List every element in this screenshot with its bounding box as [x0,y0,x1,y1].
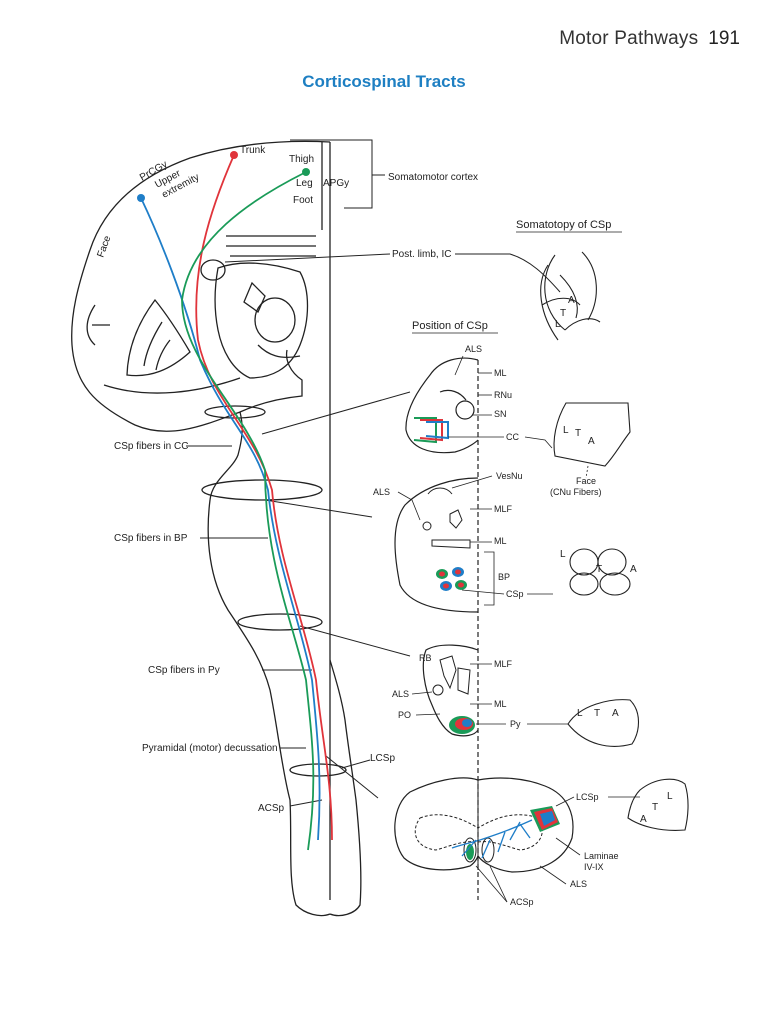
lcsp-inset: L T A [608,778,689,831]
section-title: Motor Pathways [559,28,699,49]
medulla-po: PO [398,710,411,720]
bp-inset: L T A [527,548,637,596]
somatotopy-inset: Somatotopy of CSp A T L [516,219,622,341]
py-l: L [577,708,583,719]
cc-t: T [575,428,581,439]
medulla-ml: ML [494,699,507,709]
somatotopy-t: T [560,308,566,319]
leader-lines [186,139,561,807]
post-limb-ic-label: Post. limb, IC [392,249,451,260]
medulla-section: RB MLF ALS ML PO Py [392,644,521,737]
cortex-labels: PrCGy Upper extremity Trunk Face Thigh L… [95,145,478,814]
lcsp-inset-l: L [667,791,673,802]
somatotopy-a: A [568,295,575,306]
tract-paths [140,154,333,851]
pons-ml: ML [494,536,507,546]
somatotopy-heading: Somatotopy of CSp [516,219,611,231]
bp-t: T [596,564,602,575]
bp-l: L [560,549,566,560]
apgy-label: APGy [323,178,349,189]
face-label: Face [95,234,113,259]
page-number: 191 [708,28,740,49]
cnu-fibers-label: (CNu Fibers) [550,487,602,497]
leg-label: Leg [296,178,313,189]
figure-title: Corticospinal Tracts [302,72,466,91]
acsp-left-label: ACSp [258,803,285,814]
cc-a: A [588,436,595,447]
midbrain-cc: CC [506,432,519,442]
midbrain-section: ALS ML RNu SN CC [405,344,519,454]
cc-face-label: Face [576,476,596,486]
pons-vesnu: VesNu [496,471,523,481]
lcsp-inset-a: A [640,814,647,825]
running-head: Motor Pathways 191 [440,28,740,54]
csp-cc-label: CSp fibers in CC [114,441,188,452]
py-a: A [612,708,619,719]
midbrain-rnu: RNu [494,390,512,400]
midbrain-als: ALS [465,344,482,354]
cc-l: L [563,425,569,436]
py-inset: L T A [527,699,640,747]
cord-acsp: ACSp [510,897,534,907]
medulla-rb: RB [419,653,432,663]
tract-origin-dots [137,151,310,202]
pons-mlf: MLF [494,504,513,514]
thigh-label: Thigh [289,154,314,165]
py-t: T [594,708,600,719]
cord-laminae: Laminae [584,851,619,861]
spinal-cord-section: LCSp Laminae IV-IX ALS ACSp [394,777,619,907]
cord-laminae-range: IV-IX [584,862,604,872]
medulla-mlf: MLF [494,659,513,669]
pyramidal-decussation-label: Pyramidal (motor) decussation [142,743,278,754]
cord-als: ALS [570,879,587,889]
lcsp-cord-label: LCSp [370,753,395,764]
midbrain-sn: SN [494,409,507,419]
csp-bp-label: CSp fibers in BP [114,533,188,544]
somatomotor-cortex-label: Somatomotor cortex [388,172,478,183]
position-heading: Position of CSp [412,320,488,332]
lcsp-inset-t: T [652,802,658,813]
trunk-label: Trunk [240,145,266,156]
cord-lcsp: LCSp [576,792,599,802]
cc-inset: L T A Face (CNu Fibers) [524,402,631,497]
somatotopy-l: L [555,319,561,330]
csp-py-label: CSp fibers in Py [148,665,220,676]
midbrain-ml: ML [494,368,507,378]
medulla-als: ALS [392,689,409,699]
foot-label: Foot [293,195,313,206]
medulla-py: Py [510,719,521,729]
bp-a: A [630,564,637,575]
neuraxis-outline [71,140,362,917]
pons-bp: BP [498,572,510,582]
pons-section: VesNu ALS MLF ML BP CSp [373,471,524,613]
pons-als: ALS [373,487,390,497]
pons-csp: CSp [506,589,524,599]
